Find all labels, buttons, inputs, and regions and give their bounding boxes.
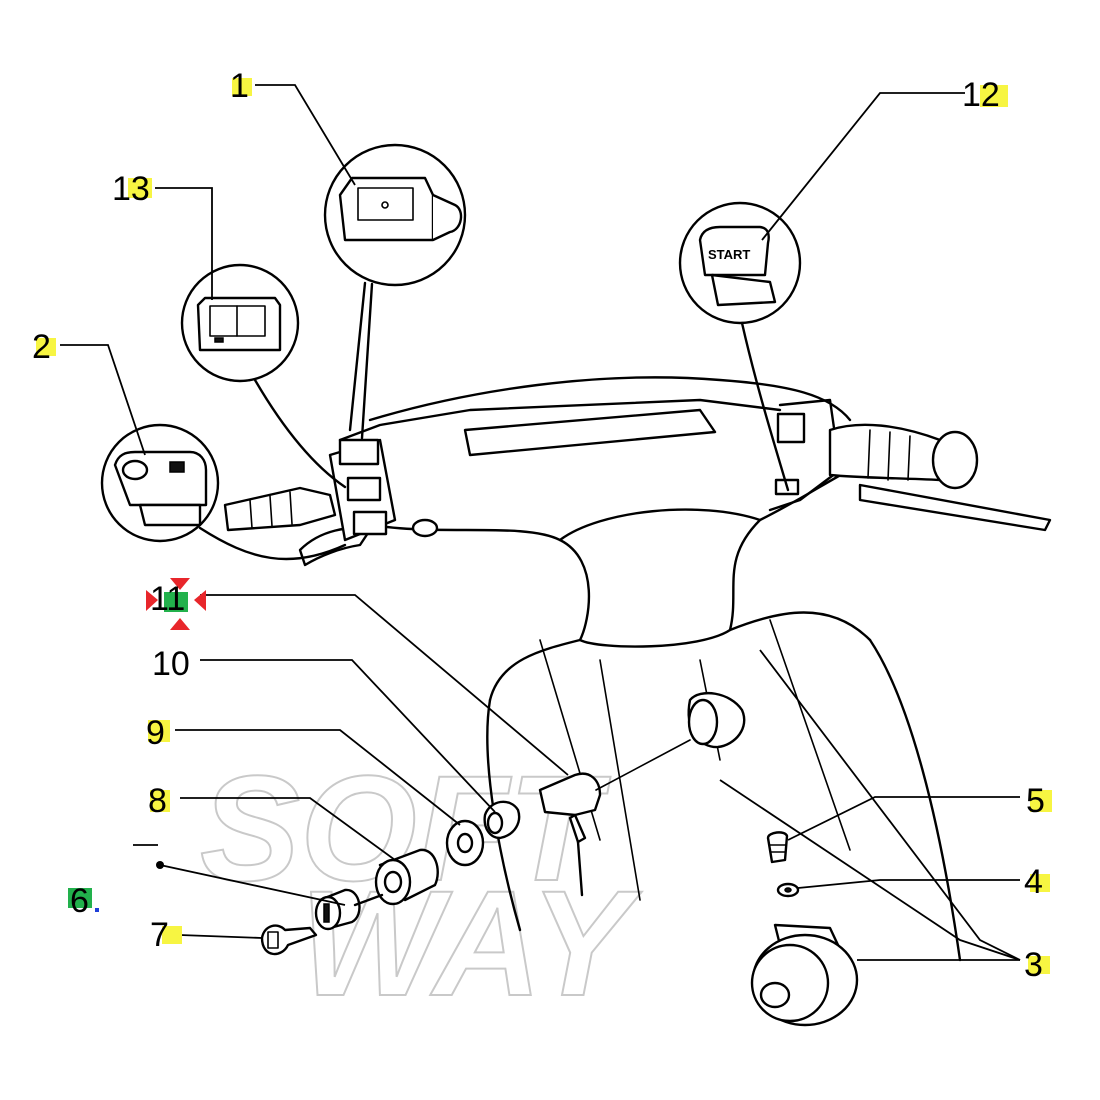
- callout-10: 10: [152, 645, 190, 683]
- right-grip: [774, 412, 1052, 532]
- red-marker-right: [194, 590, 206, 611]
- ignition-parts: [260, 692, 746, 956]
- detail-circle-item-13: [180, 263, 347, 489]
- callout-4: 4: [1024, 863, 1043, 901]
- green-marker: [164, 592, 188, 612]
- annotation-markers: [95, 578, 206, 912]
- callout-8: 8: [148, 782, 167, 820]
- callout-5: 5: [1026, 782, 1045, 820]
- callout-3: 3: [1024, 946, 1043, 984]
- blue-dot: [95, 908, 99, 912]
- watermark: SOFT WAY: [199, 743, 643, 1028]
- callout-13: 13: [112, 170, 150, 208]
- red-marker-left: [146, 590, 158, 611]
- callout-6: 6: [70, 882, 89, 920]
- detail-circle-item-2: [100, 423, 347, 561]
- callout-11: 11: [150, 580, 185, 618]
- ignition-switch-housing: [750, 831, 859, 1027]
- callout-7: 7: [150, 916, 169, 954]
- detail-circle-item-12: START: [678, 201, 802, 492]
- start-button-label: START: [708, 247, 750, 262]
- watermark-bottom-text: WAY: [300, 859, 642, 1027]
- red-marker-bottom: [170, 618, 190, 630]
- red-marker-top: [170, 578, 190, 590]
- callout-9: 9: [146, 714, 165, 752]
- callout-1: 1: [230, 67, 249, 105]
- callout-highlights: [36, 78, 1052, 974]
- callout-12: 12: [962, 76, 1000, 114]
- left-switch-housing: [328, 438, 439, 542]
- callout-numbers: 1 2 3 4 5 6 7 8 9 10 11 12 13: [32, 67, 1045, 984]
- detail-circle-item-1: [323, 143, 467, 440]
- leader-lines: [60, 84, 1021, 961]
- callout-2: 2: [32, 328, 51, 366]
